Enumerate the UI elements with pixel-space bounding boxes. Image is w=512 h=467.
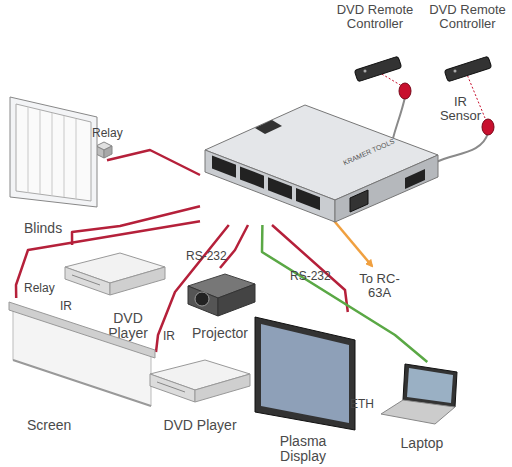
cable-connector [16,221,200,298]
cable-connector [107,150,200,175]
remote-control [444,56,491,82]
node-label: Projector [180,326,260,341]
relay-box [104,146,112,158]
blind-panel [16,104,91,201]
terminal-block [212,156,236,178]
player-side [195,374,250,402]
dvd-player: DVD Player [145,352,255,444]
node-art [250,312,365,432]
node-art [2,95,107,215]
projector: Projector [180,268,260,344]
annotation-label: IR Sensor [438,95,483,124]
node-art [145,352,255,412]
remote-control [354,56,401,82]
signal-label: Relay [92,127,123,140]
rc-cable [330,216,372,266]
device-side [335,155,438,222]
remote-button [454,70,457,73]
blind-slats [28,107,76,199]
remote-controller: DVD Remote Controller [335,3,415,88]
signal-label: RS-232 [186,250,227,263]
display-screen [261,324,349,423]
blinds-window: Blinds [2,95,107,240]
node-label: Blinds [24,221,94,236]
device-front [205,150,335,222]
signal-label: Relay [24,282,55,295]
node-art [180,268,260,323]
disc-tray [72,275,100,285]
window-frame [10,97,97,207]
terminal-blocks [212,156,320,211]
screen-bar [13,360,151,406]
annotation-label: To RC-63A [352,272,407,301]
ir-sensor [399,83,411,99]
node-label: Screen [27,418,107,433]
terminal-block [296,188,320,210]
node-label: Laptop [387,436,457,451]
plasma-display: Plasma Display [250,312,365,462]
laptop: Laptop [375,362,470,460]
node-art [200,100,440,225]
node-label: DVD Remote Controller [425,3,510,32]
terminal-block [268,177,292,199]
node-art [375,362,470,432]
projector-front [188,286,218,316]
laptop-screen [407,368,453,403]
signal-label: IR [60,300,72,313]
projector-side [218,284,255,316]
remote-button [364,70,367,73]
signal-label: RS-232 [290,270,331,283]
laptop-base [381,400,455,424]
node-art [60,245,170,305]
ir-sensor [482,119,494,135]
terminal-block [405,169,425,189]
signal-label: IR [163,330,175,343]
player-front [150,374,195,402]
projection-screen: Screen [5,298,165,440]
control-device: KRAMER TOOLS [200,100,440,225]
player-front [65,267,110,295]
screen-fabric [13,308,151,406]
projector-lens [195,292,209,306]
node-label: DVD Player [145,418,255,433]
signal-label: ETH [350,398,374,411]
node-art [5,298,165,413]
terminal-block [240,166,264,188]
screen-roller [9,302,155,358]
disc-tray [157,382,185,392]
ethernet-port [350,190,368,212]
display-frame [255,317,355,430]
player-side [110,267,165,295]
node-label: DVD Remote Controller [335,3,415,32]
kramer-logo [255,120,282,134]
node-label: Plasma Display [268,434,338,465]
remote-controller: DVD Remote Controller [425,3,510,88]
laptop-lid [403,364,457,407]
